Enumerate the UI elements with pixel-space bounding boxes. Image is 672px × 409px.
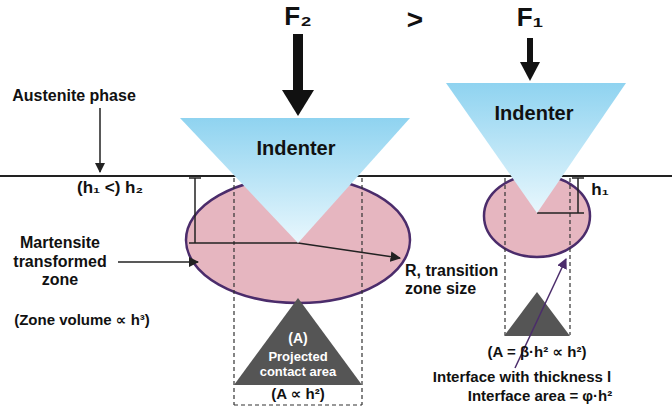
node-shape — [180, 116, 412, 244]
area-note: (A ∝ h²) — [271, 385, 324, 402]
phase-label: Austenite phase — [12, 87, 136, 105]
zone-label: Martensite transformed zone — [4, 234, 116, 289]
comparison-sign: > — [407, 4, 423, 36]
zone-note: (Zone volume ∝ h³) — [14, 311, 150, 328]
node-text: Indenter — [236, 137, 356, 160]
depth-label: h₁ — [591, 180, 608, 200]
node-text: (A) — [278, 330, 318, 346]
radius-label: R, transition zone size — [405, 262, 515, 299]
force-label: F₁ — [517, 3, 544, 33]
projected-area-triangle — [504, 292, 570, 336]
leader-arrow — [118, 261, 198, 263]
area-note: (A = β·h² ∝ h²) — [488, 343, 587, 360]
depth-label: (h₁ <) h₂ — [77, 178, 143, 198]
indenter: Indenter — [180, 116, 412, 244]
radius-arrow — [298, 243, 400, 258]
interface-label: Interface with thickness l — [433, 368, 611, 385]
node-text: Indenter — [479, 102, 589, 125]
projected-area-triangle: (A) Projected contact area — [234, 298, 362, 386]
leader-arrow — [99, 108, 101, 172]
node-text: Projected contact area — [248, 350, 348, 380]
force-label: F₂ — [284, 2, 311, 32]
interface-note: Interface area = φ·h² — [468, 387, 613, 404]
